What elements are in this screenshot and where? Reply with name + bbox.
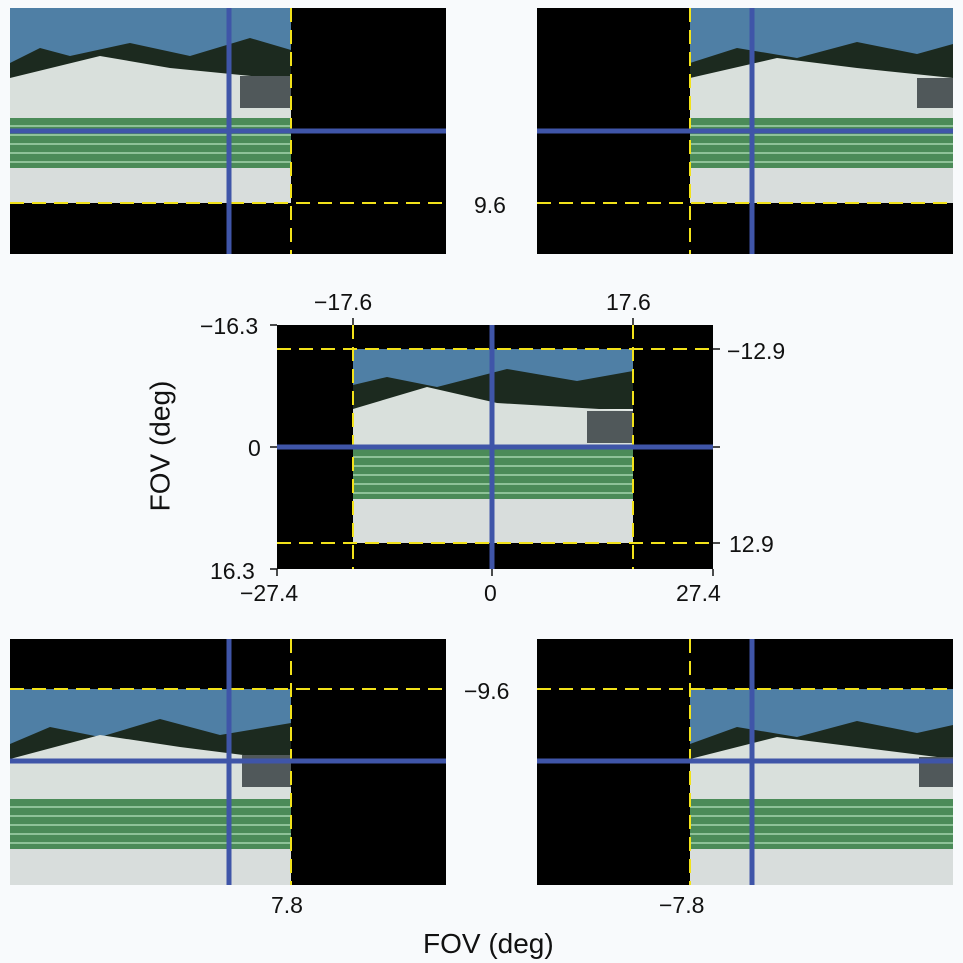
tick-bottom-right: 27.4 [676, 580, 721, 606]
tick-top-right: 17.6 [606, 289, 651, 315]
panel-top-left [10, 8, 446, 254]
offset-label-right: −7.8 [659, 892, 705, 918]
ski-scene-image [690, 689, 953, 885]
ski-scene-image [10, 689, 291, 885]
tick-right-bottom: 12.9 [729, 531, 774, 557]
tick-top-left: −17.6 [314, 289, 373, 315]
panel-center-svg [277, 325, 713, 569]
panel-center [277, 325, 713, 569]
offset-label-bottom: −9.6 [464, 678, 510, 704]
y-axis-title: FOV (deg) [144, 380, 176, 512]
tick-bottom-center: 0 [484, 580, 497, 606]
ski-scene-image [10, 8, 291, 203]
offset-label-left: 7.8 [271, 892, 303, 918]
panel-bottom-right [537, 639, 953, 885]
tick-bottom-left: −27.4 [240, 580, 299, 606]
panel-top-right-svg [537, 8, 953, 254]
x-axis-title: FOV (deg) [423, 928, 554, 959]
panel-bottom-left [10, 639, 446, 885]
ski-scene-image [690, 8, 953, 203]
panel-top-right [537, 8, 953, 254]
tick-right-top: −12.9 [727, 338, 786, 364]
tick-left-top: −16.3 [200, 313, 259, 339]
tick-left-mid: 0 [248, 435, 261, 461]
panel-bottom-left-svg [10, 639, 446, 885]
panel-top-left-svg [10, 8, 446, 254]
panel-bottom-right-svg [537, 639, 953, 885]
tick-left-bottom: 16.3 [210, 558, 255, 584]
offset-label-top: 9.6 [474, 192, 506, 218]
